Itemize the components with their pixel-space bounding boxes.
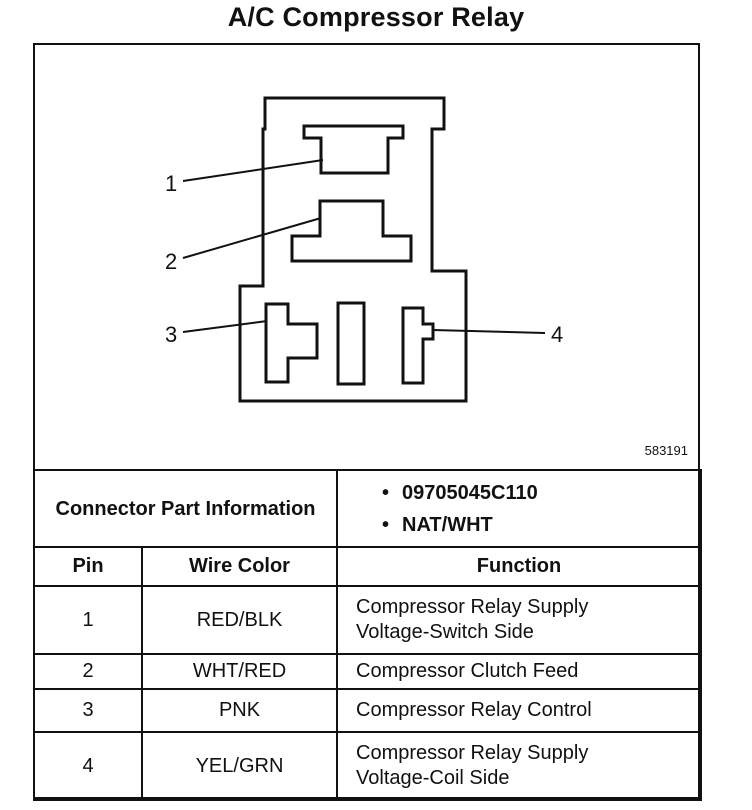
- figure-part-number: 583191: [645, 443, 688, 458]
- pin-function: Compressor Relay Supply Voltage-Switch S…: [336, 585, 703, 655]
- terminal-2: [290, 199, 413, 263]
- connector-pin-table: Connector Part Information •09705045C110…: [32, 469, 703, 801]
- terminal-3: [264, 302, 319, 384]
- list-item: •09705045C110: [382, 481, 538, 504]
- pin-number: 1: [33, 585, 143, 655]
- wire-color: PNK: [140, 688, 339, 733]
- pin-number: 3: [33, 688, 143, 733]
- connector-diagram: 1 2 3 4 583191: [165, 96, 688, 458]
- connector-info-row: Connector Part Information •09705045C110…: [32, 469, 703, 548]
- connector-housing: [238, 96, 468, 403]
- table-row: 3 PNK Compressor Relay Control: [33, 688, 703, 733]
- pin-number: 4: [33, 731, 143, 801]
- table-row: 1 RED/BLK Compressor Relay Supply Voltag…: [33, 585, 703, 655]
- pin-function: Compressor Relay Supply Voltage-Coil Sid…: [336, 731, 703, 801]
- terminal-1: [302, 124, 405, 175]
- wire-color: RED/BLK: [140, 585, 339, 655]
- table-header-row: Pin Wire Color Function: [33, 546, 703, 587]
- column-header-function: Function: [336, 546, 703, 587]
- leader-line-3: [182, 320, 268, 333]
- pin-number: 2: [33, 653, 143, 690]
- pin-function: Compressor Clutch Feed: [336, 653, 703, 690]
- pin-function: Compressor Relay Control: [336, 688, 703, 733]
- leader-line-1: [182, 159, 324, 182]
- table-row: 2 WHT/RED Compressor Clutch Feed: [33, 653, 703, 690]
- pin-label-1: 1: [165, 171, 177, 196]
- pin-label-4: 4: [551, 322, 563, 347]
- connector-info-header: Connector Part Information: [32, 469, 339, 548]
- list-item: •NAT/WHT: [382, 513, 493, 536]
- terminal-4: [401, 306, 435, 385]
- wire-color: WHT/RED: [140, 653, 339, 690]
- table-row: 4 YEL/GRN Compressor Relay Supply Voltag…: [33, 731, 703, 801]
- pin-label-2: 2: [165, 249, 177, 274]
- wire-color: YEL/GRN: [140, 731, 339, 801]
- column-header-pin: Pin: [33, 546, 143, 587]
- connector-info-list: •09705045C110 •NAT/WHT: [336, 469, 703, 548]
- leader-line-4: [432, 329, 546, 334]
- page-title: A/C Compressor Relay: [227, 2, 525, 32]
- terminal-center: [336, 301, 366, 386]
- pin-label-3: 3: [165, 322, 177, 347]
- leader-line-2: [182, 217, 322, 259]
- column-header-wire-color: Wire Color: [140, 546, 339, 587]
